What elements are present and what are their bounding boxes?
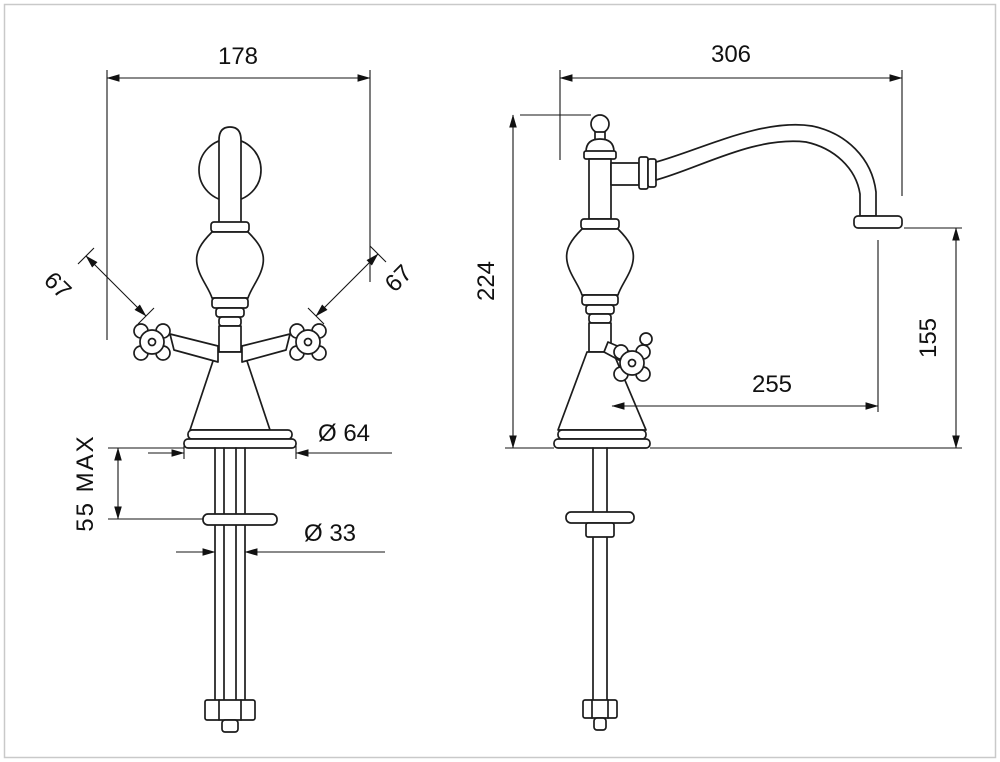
side-view (553, 114, 903, 731)
handle-side (603, 332, 653, 382)
dim-height: 224 (473, 261, 500, 301)
supply-pipes-front (202, 447, 278, 733)
dim-shank-diameter: Ø 33 (304, 520, 356, 547)
mounting-nut-front (204, 699, 256, 721)
mounting-nut-side (582, 699, 618, 719)
supply-pipe-side (565, 447, 635, 731)
dim-base-diameter: Ø 64 (318, 420, 370, 447)
base-front (183, 351, 297, 449)
dimensions-side: 306 224 155 255 (473, 41, 962, 449)
spout-front (198, 126, 262, 233)
dim-reach: 306 (711, 41, 751, 68)
handle-left (133, 323, 219, 363)
dim-spout-reach: 255 (752, 371, 792, 398)
dim-spout-height: 155 (915, 318, 942, 358)
front-view (133, 126, 327, 733)
dim-handle-right: 67 (380, 260, 418, 298)
dim-front-width: 178 (218, 43, 258, 70)
body-side (565, 218, 635, 353)
mounting-washer-side (565, 511, 635, 524)
dim-handle-left: 67 (38, 267, 76, 305)
handle-right (241, 323, 327, 363)
dimensions-front: 178 67 67 Ø 64 55 MAX Ø 33 (38, 43, 418, 556)
base-side (553, 351, 651, 449)
mounting-washer-front (202, 513, 278, 526)
spout-outlet (853, 215, 903, 229)
page-border (3, 3, 997, 759)
body-front (195, 231, 265, 353)
finial-side (583, 114, 617, 220)
dim-deck-max: 55 MAX (72, 434, 99, 531)
spout-side (610, 123, 903, 229)
